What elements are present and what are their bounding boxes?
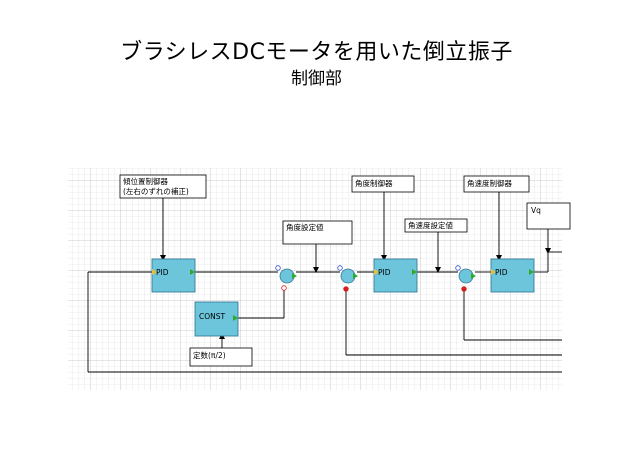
grid-canvas	[68, 168, 562, 390]
svg-text:Vq: Vq	[531, 206, 541, 215]
wires	[87, 192, 562, 373]
note-angle-setpoint: 角度設定値	[282, 220, 353, 245]
svg-text:定数(π/2): 定数(π/2)	[193, 350, 226, 360]
sum-junction-3[interactable]	[455, 265, 476, 292]
svg-text:角度設定値: 角度設定値	[286, 222, 324, 232]
pid-label-3: PID	[495, 268, 508, 277]
slide-subtitle: 制御部	[291, 69, 342, 89]
pid-label-1: PID	[156, 268, 169, 277]
pid-block-3[interactable]: PID	[490, 258, 535, 293]
svg-text:角速度設定値: 角速度設定値	[408, 220, 453, 230]
const-block[interactable]: CONST	[194, 301, 239, 337]
note-angvel-controller: 角速度制御器	[463, 175, 530, 193]
svg-text:傾位置制御器: 傾位置制御器	[123, 176, 168, 186]
pid-block-1[interactable]: PID	[151, 258, 196, 293]
svg-text:(左右のずれの補正): (左右のずれの補正)	[123, 186, 189, 196]
note-angle-controller: 角度制御器	[351, 175, 415, 193]
const-label: CONST	[199, 312, 226, 321]
note-const-value: 定数(π/2)	[189, 347, 253, 367]
slide-title: ブラシレスDCモータを用いた倒立振子	[120, 40, 513, 65]
pid-block-2[interactable]: PID	[373, 258, 418, 293]
svg-text:角度制御器: 角度制御器	[355, 178, 393, 188]
pid-label-2: PID	[378, 268, 391, 277]
sum-junction-2[interactable]	[337, 265, 358, 292]
note-angvel-setpoint: 角速度設定値	[404, 218, 468, 233]
note-vq: Vq	[526, 202, 571, 230]
sum-junction-1[interactable]	[275, 265, 297, 291]
svg-text:角速度制御器: 角速度制御器	[467, 178, 512, 188]
note-tilt-controller: 傾位置制御器 (左右のずれの補正)	[119, 174, 207, 199]
